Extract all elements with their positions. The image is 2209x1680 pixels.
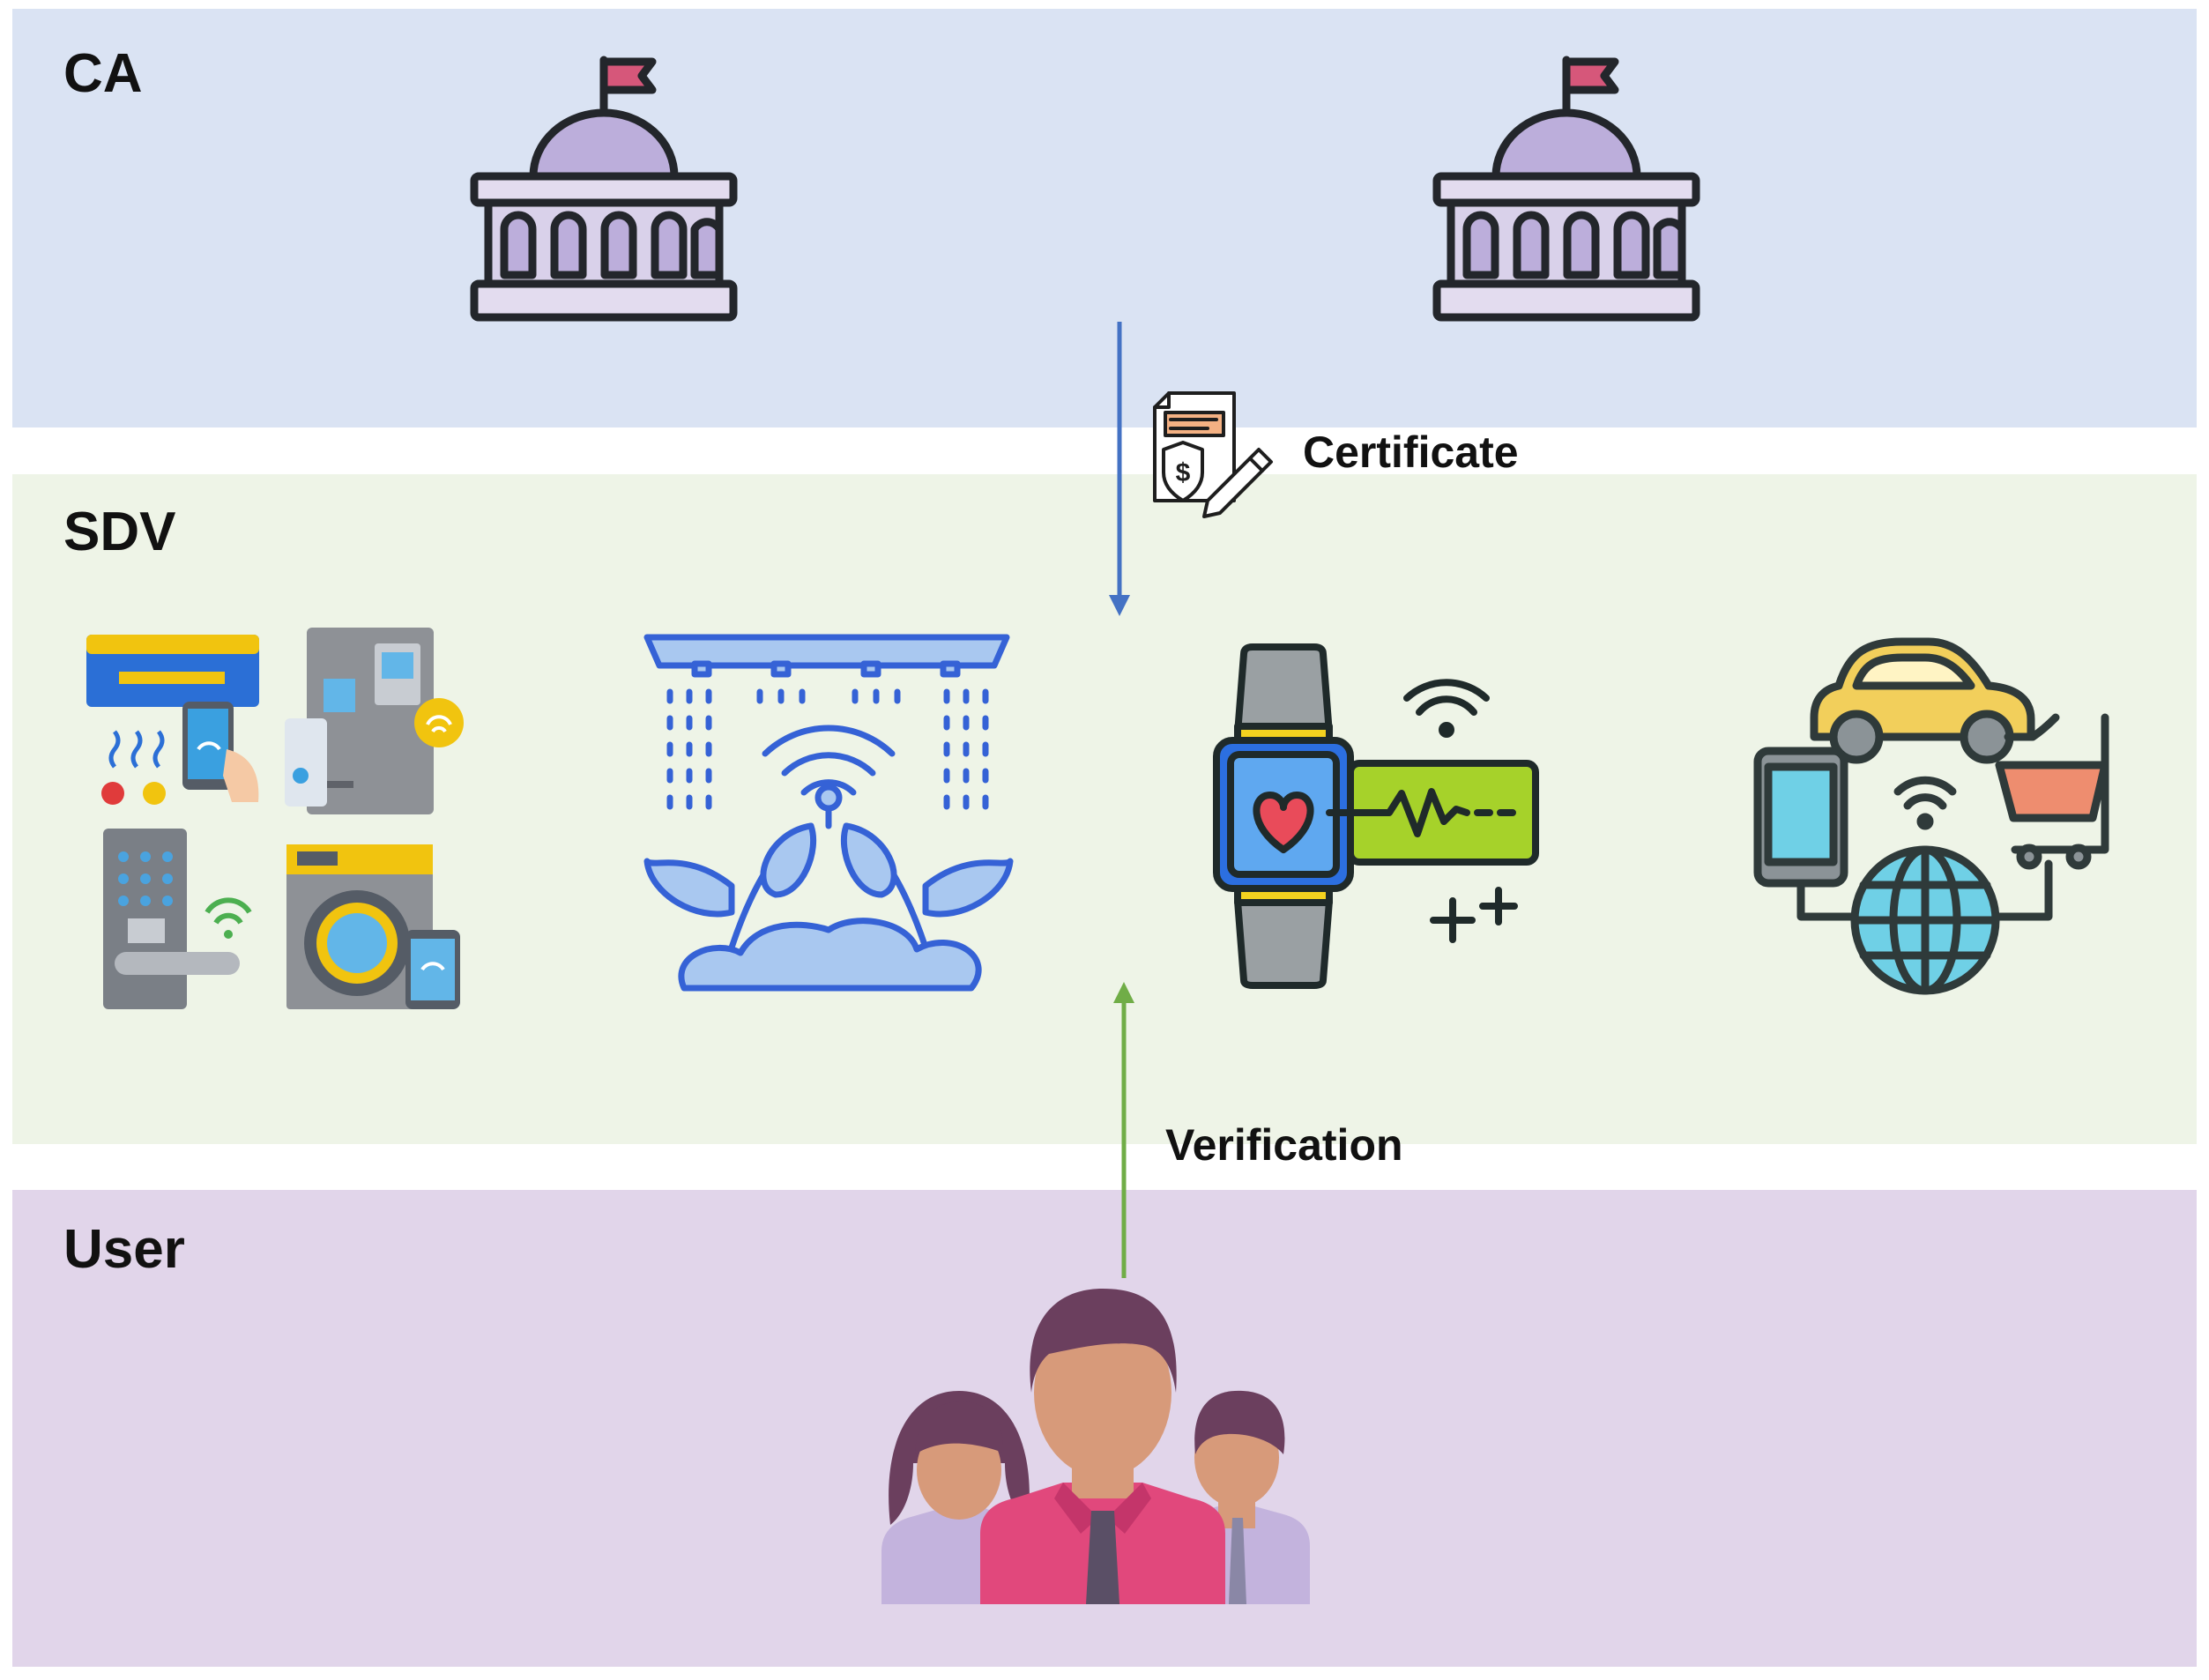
certificate-label: Certificate (1303, 427, 1519, 477)
smart-irrigation-icon (643, 634, 1014, 992)
certificate-flow-arrow (1109, 322, 1130, 616)
user-layer-title: User (63, 1219, 185, 1280)
verification-flow-arrow (1113, 982, 1134, 1278)
verification-label: Verification (1165, 1120, 1403, 1170)
ca-layer: CA (12, 9, 2197, 427)
government-building-icon (1432, 56, 1700, 322)
smart-home-devices-icon (86, 628, 464, 1009)
ca-layer-title: CA (63, 43, 143, 104)
sdv-layer-title: SDV (63, 502, 176, 562)
user-group-icon (881, 1289, 1310, 1604)
connected-devices-icon (1753, 637, 2109, 995)
smartwatch-health-icon (1213, 643, 1539, 989)
svg-text:$: $ (1176, 458, 1191, 487)
government-building-icon (470, 56, 738, 322)
certificate-document-icon: $ (1153, 391, 1273, 518)
